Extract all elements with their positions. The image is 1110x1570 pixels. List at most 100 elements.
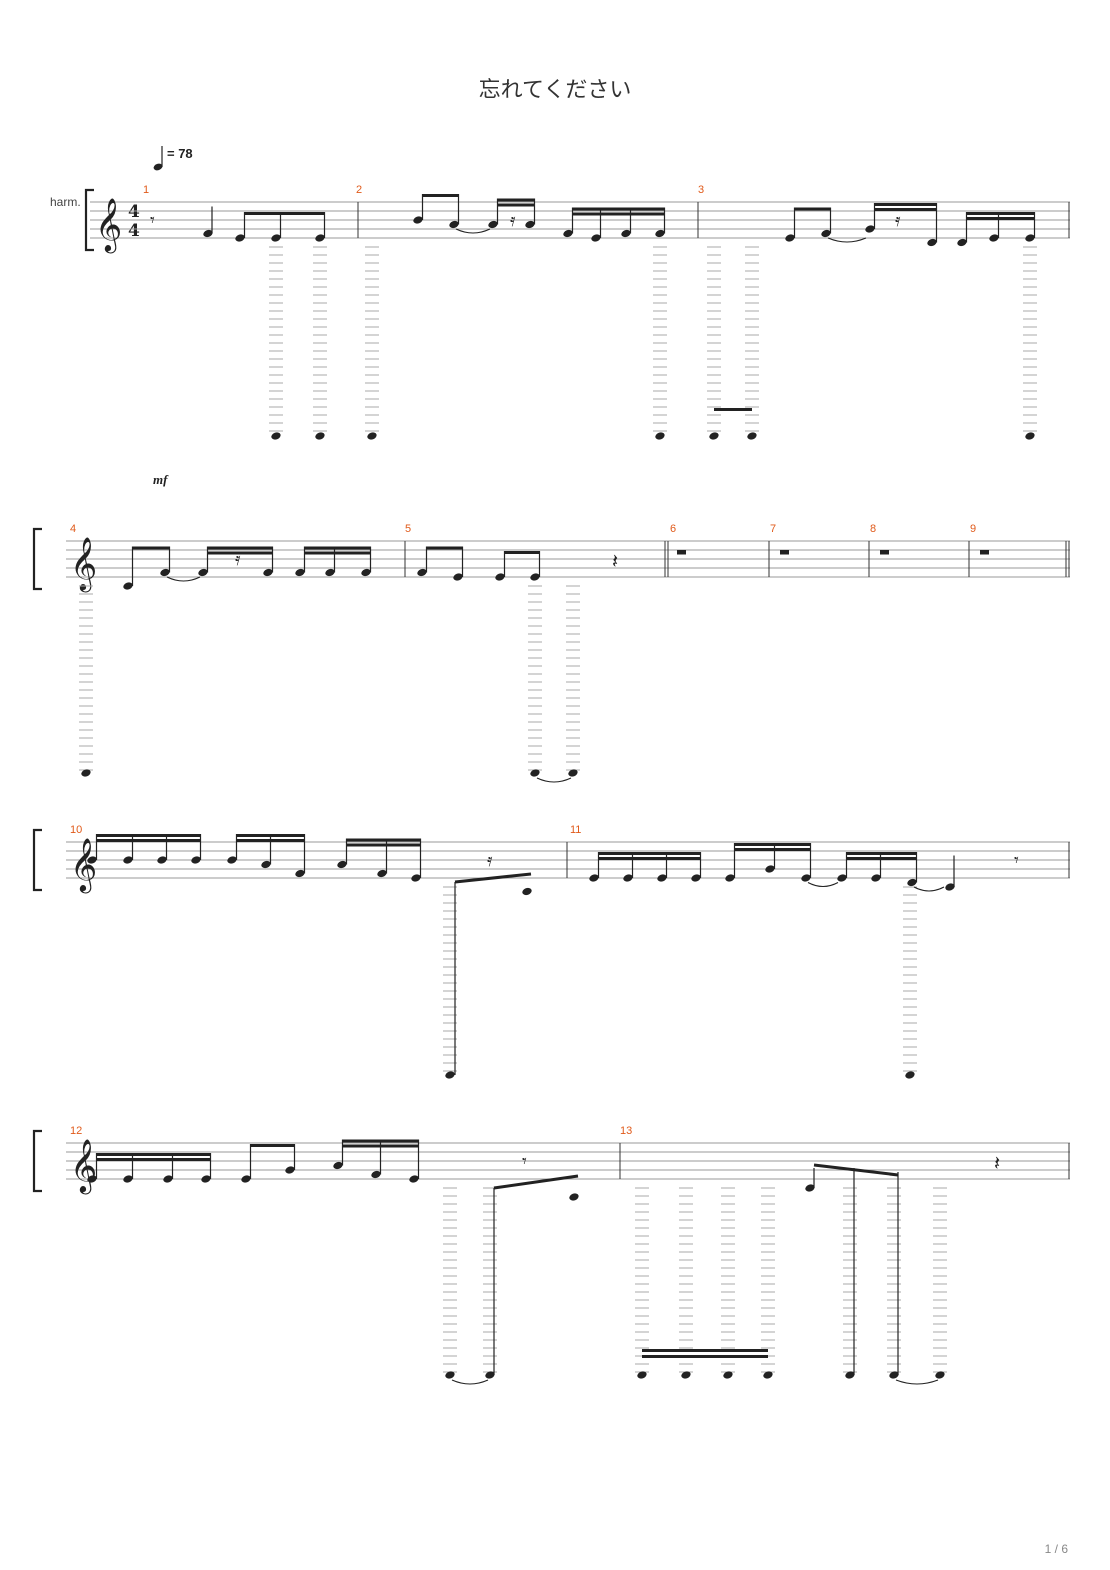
- notehead: [637, 1371, 647, 1379]
- note-beam: [966, 212, 1035, 215]
- notehead: [765, 865, 775, 873]
- note-beam: [572, 207, 665, 211]
- note-beam: [96, 1153, 211, 1156]
- eighth-rest-icon: 𝄾: [522, 1151, 527, 1172]
- measure-number: 9: [970, 523, 976, 535]
- notehead: [235, 234, 245, 242]
- whole-rest-icon: [880, 550, 889, 555]
- tie: [827, 237, 867, 243]
- notehead: [747, 432, 757, 440]
- notehead: [445, 1071, 455, 1079]
- note-beam: [342, 1144, 419, 1148]
- notehead: [285, 1166, 295, 1174]
- notehead: [763, 1371, 773, 1379]
- notehead: [445, 1371, 455, 1379]
- notehead: [785, 234, 795, 242]
- notehead: [865, 225, 875, 233]
- notehead: [989, 234, 999, 242]
- notehead: [325, 568, 335, 577]
- note-beam: [572, 212, 665, 216]
- note-beam: [96, 839, 201, 842]
- notehead: [123, 582, 133, 590]
- notehead: [530, 573, 540, 581]
- notehead: [691, 874, 701, 882]
- note-beam: [96, 1158, 211, 1161]
- treble-clef-icon: 𝄞: [70, 837, 97, 893]
- notehead: [295, 568, 305, 577]
- note-beam: [132, 546, 170, 550]
- notehead: [821, 229, 831, 238]
- notehead: [589, 874, 599, 882]
- note-beam: [874, 208, 937, 211]
- notehead: [623, 874, 633, 882]
- measure-number: 10: [70, 824, 82, 836]
- notehead: [889, 1371, 899, 1379]
- notehead: [530, 769, 540, 777]
- notehead: [907, 878, 917, 887]
- notehead: [411, 874, 421, 882]
- note-beam: [426, 546, 463, 550]
- notehead: [123, 1175, 133, 1183]
- notehead: [522, 887, 532, 896]
- note-beam: [422, 194, 459, 197]
- staff-bracket: [32, 828, 42, 892]
- notehead: [409, 1175, 419, 1183]
- measure-number: 6: [670, 523, 676, 535]
- notehead: [563, 229, 573, 238]
- notehead: [361, 568, 371, 577]
- notehead: [371, 1170, 381, 1179]
- note-beam: [642, 1349, 768, 1352]
- notehead: [227, 856, 237, 864]
- note-beam: [966, 217, 1035, 220]
- notehead: [263, 568, 273, 577]
- notehead: [191, 856, 201, 864]
- notehead: [261, 860, 271, 869]
- note-beam: [207, 546, 273, 550]
- notehead: [935, 1371, 945, 1379]
- notehead: [377, 869, 387, 878]
- notehead: [488, 220, 498, 229]
- notehead: [725, 874, 735, 882]
- notehead: [87, 1175, 97, 1183]
- notehead: [801, 874, 811, 882]
- notehead: [927, 238, 937, 247]
- sixteenth-rest-icon: 𝄿: [487, 850, 493, 871]
- whole-rest-icon: [780, 550, 789, 555]
- note-beam: [813, 1163, 899, 1177]
- note-beam: [846, 852, 917, 855]
- sixteenth-rest-icon: 𝄿: [895, 210, 901, 231]
- note-beam: [304, 546, 371, 550]
- note-beam: [493, 1174, 579, 1190]
- notehead: [203, 229, 213, 238]
- measure-number: 12: [70, 1125, 82, 1137]
- notehead: [709, 432, 719, 440]
- time-signature-bottom: 4: [128, 221, 140, 241]
- note-beam: [236, 834, 305, 837]
- notehead: [845, 1371, 855, 1379]
- notehead: [295, 869, 305, 878]
- eighth-rest-icon: 𝄾: [1014, 850, 1019, 871]
- notehead: [957, 238, 967, 247]
- tie: [166, 576, 201, 582]
- note-beam: [346, 838, 421, 842]
- notes-layer: 𝄾𝄿𝄿𝄿𝄽𝄿𝄾𝄾𝄽: [79, 194, 1037, 1385]
- page-indicator: 1 / 6: [1044, 1542, 1068, 1556]
- note-beam: [497, 203, 535, 207]
- sixteenth-rest-icon: 𝄿: [510, 210, 516, 231]
- notehead: [485, 1371, 495, 1379]
- staff-bracket: [32, 527, 42, 591]
- notehead: [723, 1371, 733, 1379]
- notehead: [271, 432, 281, 440]
- notehead: [271, 234, 281, 242]
- notehead: [413, 216, 423, 224]
- notehead: [1025, 234, 1035, 242]
- treble-clef-icon: 𝄞: [70, 1138, 97, 1194]
- note-beam: [794, 207, 831, 211]
- tie: [455, 228, 491, 234]
- score-title: 忘れてください: [478, 78, 632, 103]
- note-beam: [304, 551, 371, 555]
- measure-number: 1: [143, 184, 149, 196]
- notehead: [568, 769, 578, 777]
